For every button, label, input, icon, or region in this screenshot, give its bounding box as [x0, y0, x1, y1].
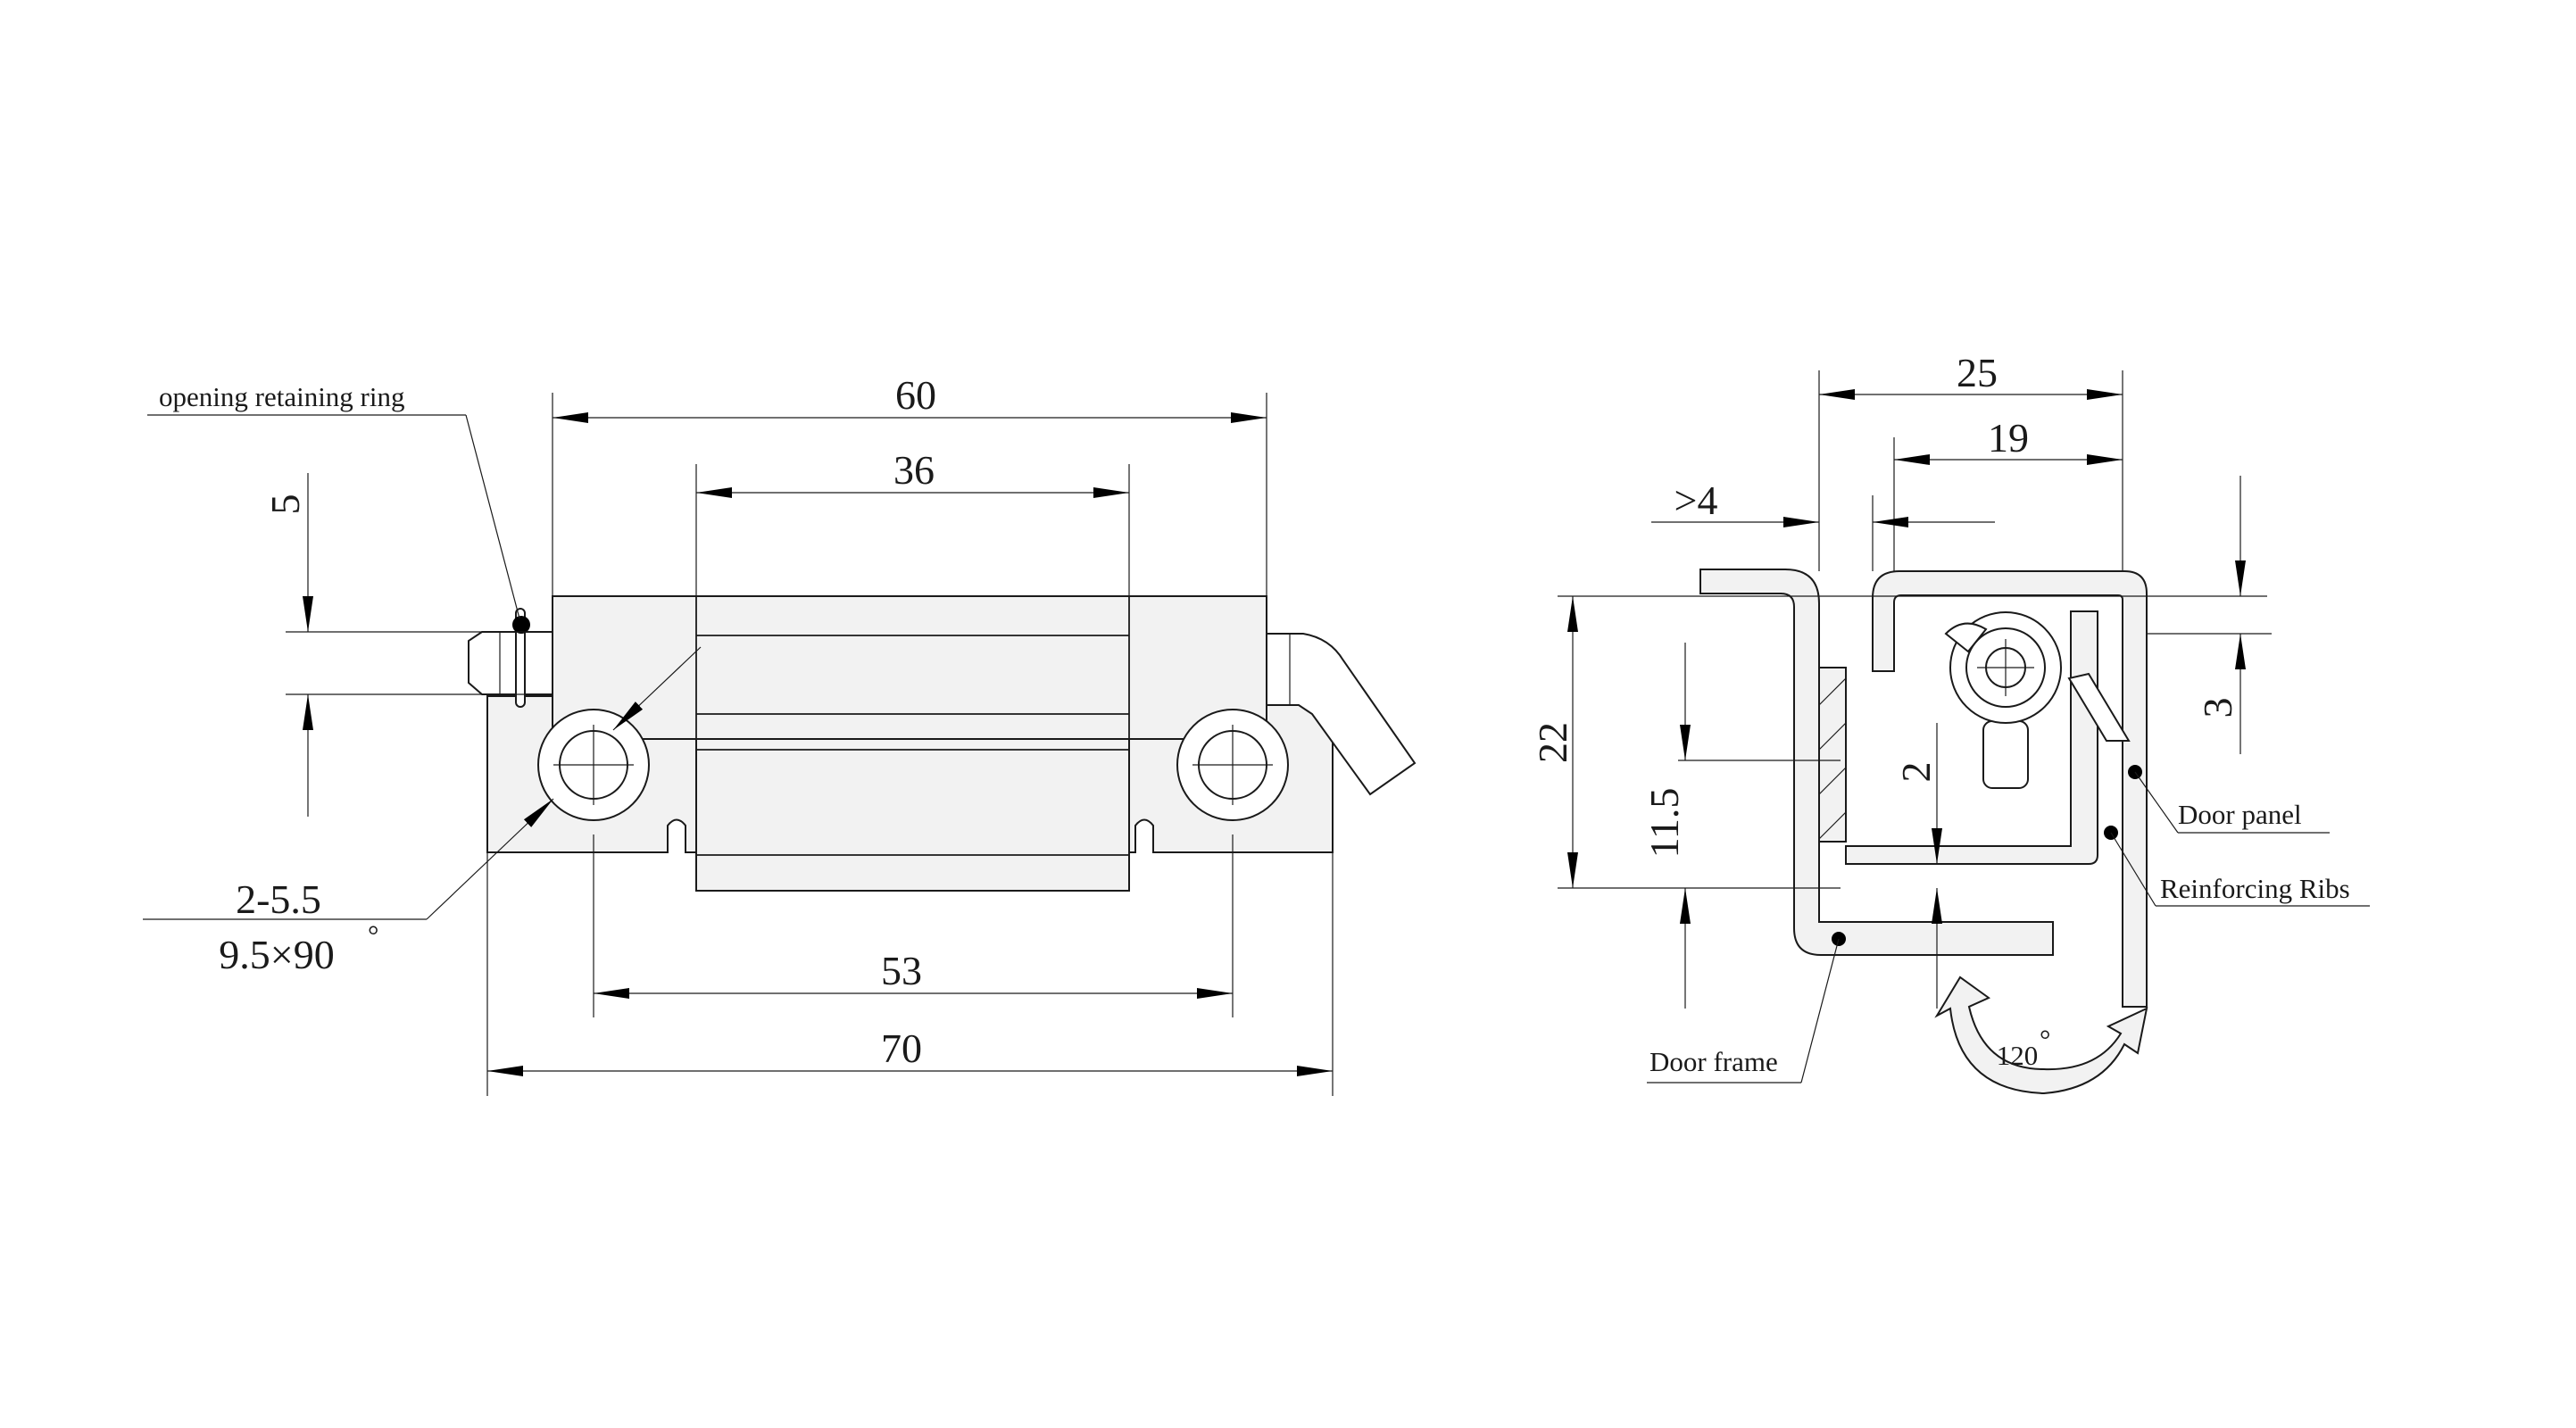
rotation-arrow: [1934, 976, 2148, 1095]
label-reinforcing-ribs: Reinforcing Ribs: [2160, 873, 2350, 904]
dim-70-text: 70: [881, 1025, 922, 1071]
hole-callout-line2: 9.5×90: [219, 932, 334, 977]
rotation-degree: °: [2040, 1024, 2050, 1055]
dim-25-text: 25: [1957, 350, 1998, 395]
side-view: 120 ° 25 19 >4 22 11.5 2 3: [1530, 350, 2370, 1095]
dim-gap-text: >4: [1674, 477, 1718, 523]
label-door-panel: Door panel: [2178, 799, 2302, 830]
label-door-frame: Door frame: [1649, 1046, 1778, 1077]
reinforcing-rib-bracket: [1845, 610, 2098, 865]
dim-36-text: 36: [893, 447, 935, 493]
dim-60-text: 60: [895, 372, 936, 418]
hinge-pin: [468, 631, 553, 695]
dim-2-text: 2: [1893, 762, 1939, 783]
dim-19-text: 19: [1988, 415, 2029, 461]
panel-rib-diagonal: [2067, 672, 2131, 742]
front-view: 60 36 5 53 70 2-5.5 9.5×90 ° opening ret…: [143, 372, 1417, 1096]
hinge-rotor: [1944, 611, 2062, 789]
retaining-ring-marker: [512, 616, 530, 634]
dim-3-text: 3: [2195, 698, 2240, 718]
dim-53-text: 53: [881, 948, 922, 993]
dim-11-5-text: 11.5: [1641, 788, 1687, 859]
frame-bracket: [1818, 667, 1847, 843]
mounting-hole-left: [537, 709, 650, 821]
rotation-label: 120: [1997, 1040, 2039, 1071]
hinge-arm: [1266, 633, 1417, 796]
hinge-knuckle: [552, 595, 1267, 740]
dim-22-text: 22: [1530, 722, 1575, 763]
label-retaining-ring: opening retaining ring: [159, 381, 405, 412]
dim-5-text: 5: [262, 494, 308, 515]
hole-callout-line1: 2-5.5: [236, 876, 321, 922]
mounting-hole-right: [1176, 709, 1289, 821]
hole-callout-degree: °: [368, 919, 378, 951]
hinge-leaf: [695, 738, 1130, 892]
